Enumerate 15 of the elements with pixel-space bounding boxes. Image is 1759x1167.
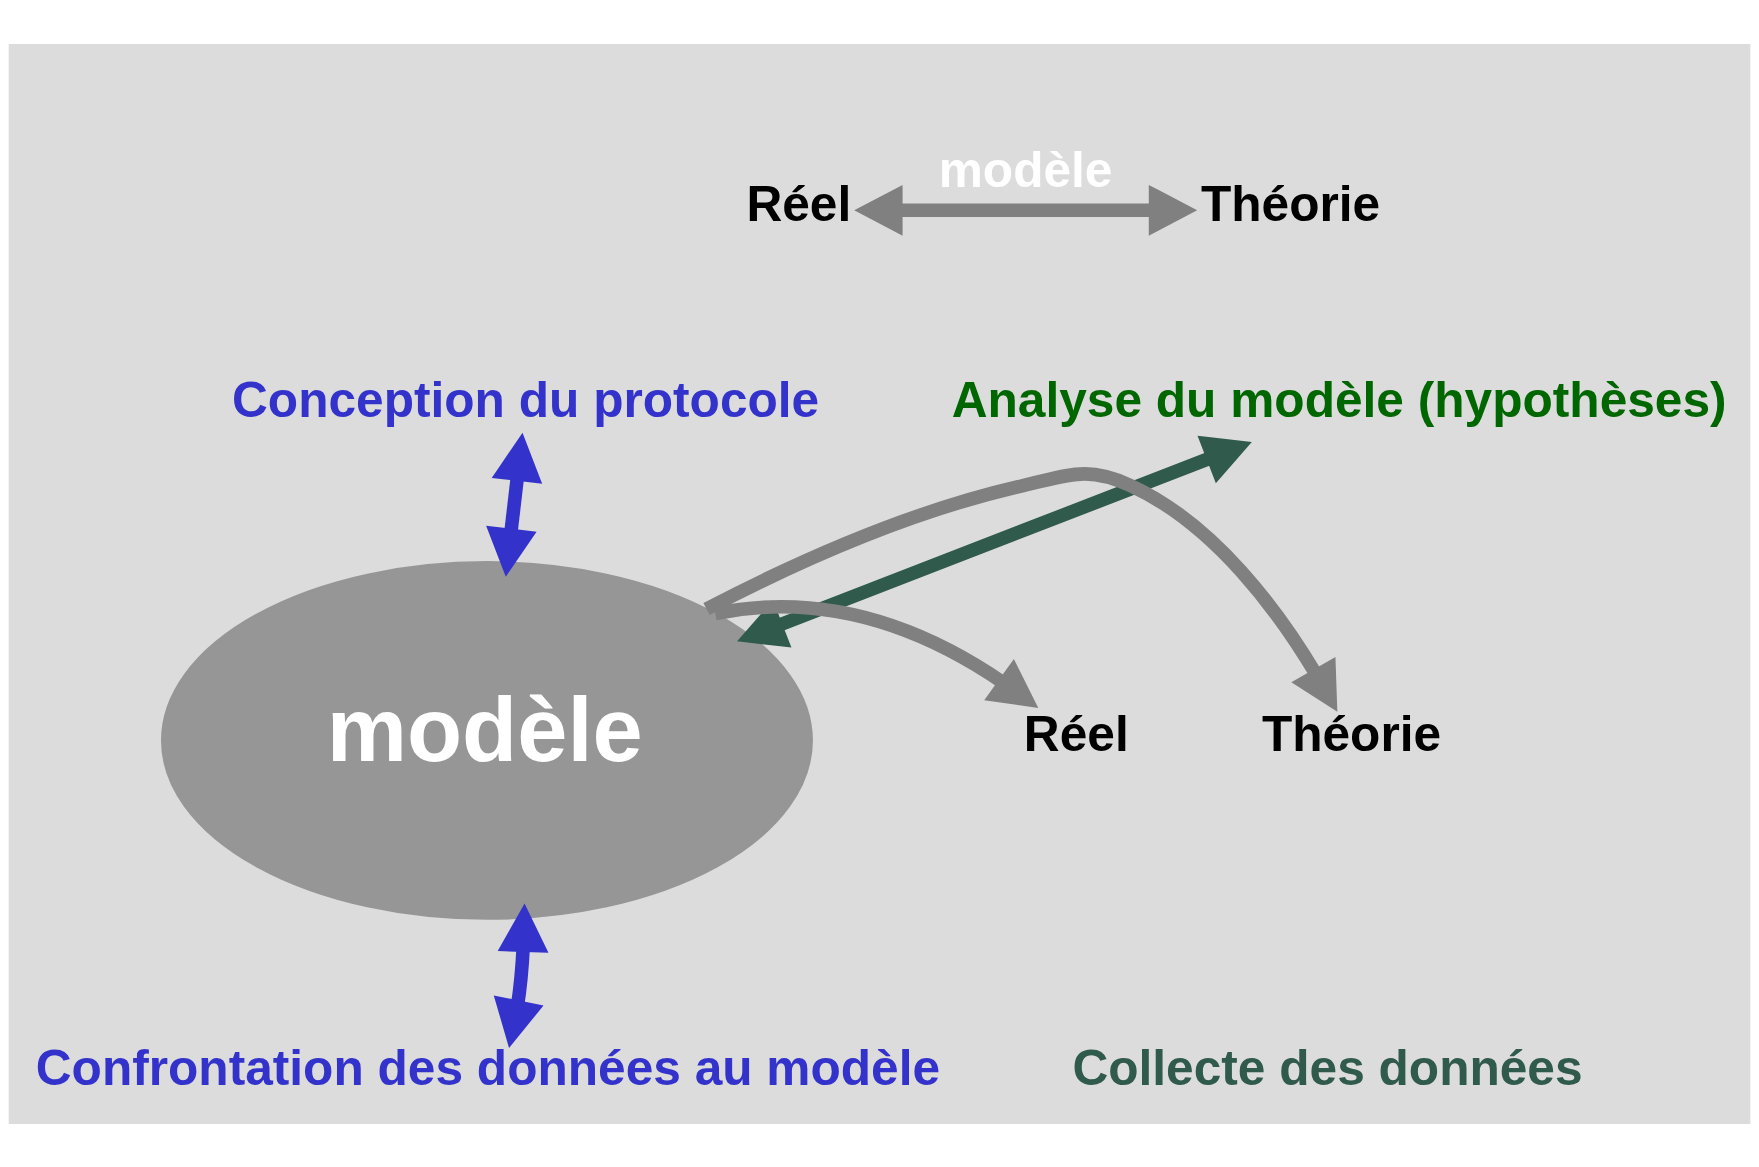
node-text: Conception du protocole [232,371,820,428]
node-text: Collecte des données [1072,1039,1583,1096]
node-text: Analyse du modèle (hypothèses) [951,371,1727,428]
node-text: Réel [1023,705,1129,762]
node-text: Théorie [1261,705,1442,762]
arrow [493,902,549,1048]
node-text: Réel [746,175,852,232]
arrow [714,599,1039,708]
arrow [737,435,1252,648]
node-text: Théorie [1200,175,1381,232]
arrow [854,184,1198,236]
node-ellipse: modèle [160,560,813,920]
node-text: Confrontation des données au modèle [35,1039,941,1096]
arrow [486,432,543,577]
arrow [703,466,1338,712]
